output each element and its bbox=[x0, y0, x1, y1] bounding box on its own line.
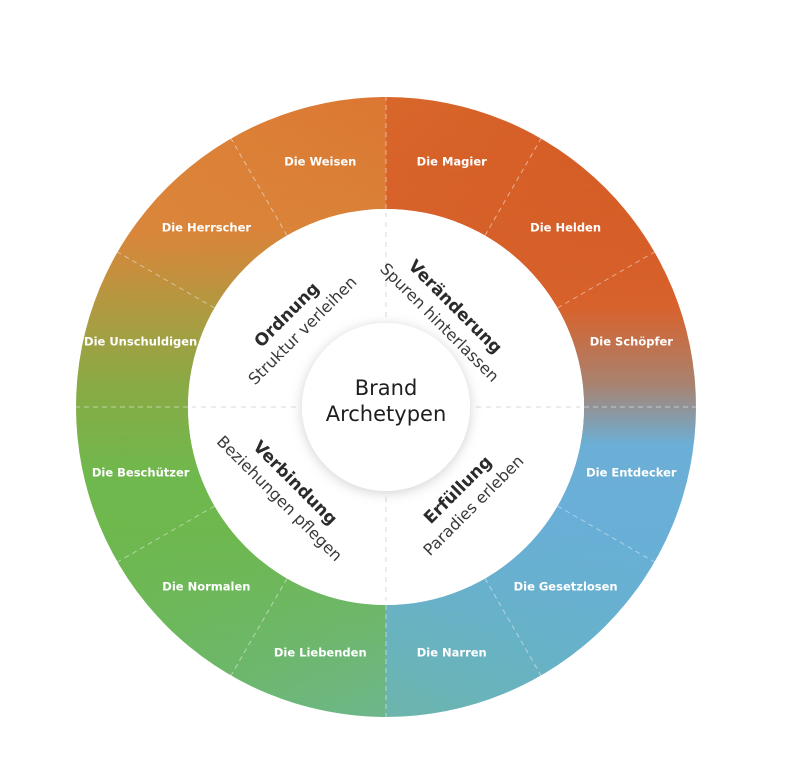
archetype-label: Die Unschuldigen bbox=[84, 334, 197, 348]
archetype-label: Die Herrscher bbox=[162, 220, 252, 234]
ring-divider bbox=[230, 138, 288, 236]
ring-divider bbox=[230, 578, 288, 676]
archetype-label: Die Narren bbox=[417, 645, 487, 659]
ring-divider bbox=[557, 251, 655, 309]
archetype-label: Die Magier bbox=[417, 155, 487, 169]
archetype-label: Die Beschützer bbox=[92, 466, 190, 480]
ring-divider bbox=[117, 505, 215, 563]
ring-divider bbox=[484, 578, 542, 676]
archetype-label: Die Weisen bbox=[284, 155, 356, 169]
archetype-label: Die Normalen bbox=[162, 580, 250, 594]
ring-divider bbox=[117, 251, 215, 309]
center-title-line2: Archetypen bbox=[326, 402, 447, 426]
center-circle bbox=[302, 323, 470, 491]
ring-divider bbox=[557, 505, 655, 563]
center-title-line1: Brand bbox=[355, 376, 418, 400]
archetype-label: Die Entdecker bbox=[586, 466, 677, 480]
ring-dividers bbox=[76, 97, 696, 717]
ring-divider bbox=[484, 138, 542, 236]
archetype-label: Die Gesetzlosen bbox=[514, 580, 618, 594]
archetype-label: Die Schöpfer bbox=[590, 334, 674, 348]
archetype-label: Die Helden bbox=[530, 220, 601, 234]
quadrant-dividers bbox=[192, 213, 580, 601]
archetype-label: Die Liebenden bbox=[274, 645, 367, 659]
